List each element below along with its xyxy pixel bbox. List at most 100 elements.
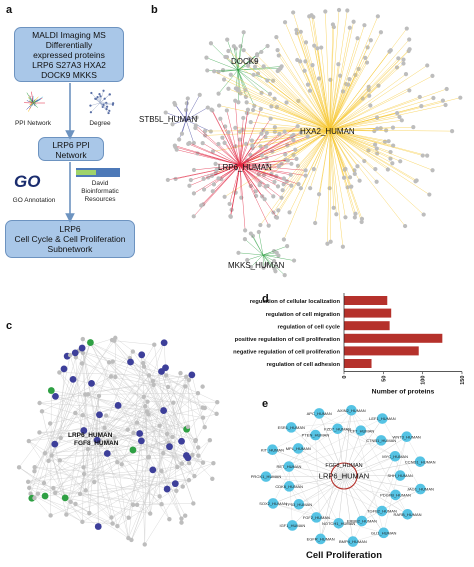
network-e-node	[377, 413, 388, 424]
network-c-node	[42, 451, 48, 456]
bar-label-2: regulation of cell cycle	[278, 324, 341, 330]
network-b-edge	[244, 238, 264, 256]
network-b-node	[242, 237, 248, 242]
network-c-node	[186, 377, 192, 383]
network-b-node	[209, 107, 214, 112]
network-b-edge	[176, 149, 241, 166]
bar-chart: regulation of cellular localizationregul…	[233, 293, 466, 396]
network-c-edge	[148, 376, 187, 415]
network-b-edge	[218, 164, 241, 179]
network-b-node	[349, 184, 354, 189]
network-b-edge	[329, 97, 434, 131]
network-b-edge	[190, 164, 241, 181]
network-b-edge	[329, 129, 377, 182]
network-c-node	[207, 437, 213, 443]
network-b-node	[173, 176, 178, 182]
network-c-node	[92, 479, 97, 485]
network-b-edge	[312, 65, 331, 131]
network-e-node-label-13: CDK6_HUMAN	[275, 484, 303, 489]
network-c-node	[142, 542, 147, 547]
network-b-node	[277, 131, 282, 137]
network-b-node	[197, 92, 202, 97]
network-b-node	[395, 110, 400, 116]
network-c-edge	[30, 453, 46, 494]
network-b-node	[285, 244, 290, 249]
network-b-node	[440, 98, 446, 103]
network-b-edge	[329, 129, 345, 178]
network-c-node	[87, 510, 92, 516]
network-e-edge	[361, 456, 396, 522]
network-c-edge	[104, 427, 190, 464]
network-b-edge	[317, 48, 331, 131]
network-b-edge	[239, 108, 262, 166]
x-tick-label-3: 150	[460, 376, 466, 385]
degree-icon-node	[99, 95, 102, 98]
network-b-node	[202, 128, 208, 134]
network-b-edge	[237, 66, 282, 71]
network-b-node	[271, 258, 277, 264]
network-c-node	[145, 455, 151, 460]
flow-box-maldi-line-2: Differentially	[45, 40, 93, 50]
network-b-node	[203, 133, 208, 138]
network-b-edge	[260, 129, 331, 226]
network-b-edge	[206, 57, 239, 71]
degree-icon-node	[108, 109, 111, 112]
network-b-edge	[239, 133, 280, 166]
network-c-edge	[144, 411, 148, 545]
network-c-node	[170, 434, 175, 440]
network-c-node	[137, 437, 145, 445]
network-b	[163, 7, 463, 278]
network-c-node	[47, 387, 55, 394]
network-c-edge	[28, 442, 169, 482]
network-b-node	[336, 62, 341, 67]
network-b-node	[248, 231, 253, 236]
network-c-node	[110, 521, 115, 526]
network-b-edge	[237, 69, 247, 97]
network-b-node	[404, 26, 409, 31]
network-e-edge	[298, 448, 339, 524]
network-b-node	[363, 55, 368, 61]
network-b-node	[275, 184, 281, 189]
network-b-edge	[201, 164, 241, 206]
network-b-edge	[329, 128, 378, 131]
network-b-node	[355, 164, 360, 169]
network-b-hub-label-2: HXA2_HUMAN	[300, 127, 355, 136]
network-b-node	[263, 184, 268, 189]
network-b-edge	[300, 129, 331, 189]
network-b-node	[245, 257, 250, 263]
network-b-node	[226, 48, 231, 54]
network-b-node	[308, 186, 313, 191]
network-b-hub-label-1: STB5L_HUMAN	[139, 115, 197, 124]
network-b-edge	[185, 98, 189, 121]
network-b-edge	[262, 254, 264, 268]
x-tick-label-0: 0	[342, 376, 348, 379]
network-b-node	[248, 119, 253, 125]
network-c-node	[73, 501, 78, 507]
network-b-node	[458, 95, 463, 100]
network-c-edge	[87, 394, 173, 438]
network-b-node	[251, 107, 256, 113]
network-b-edge	[285, 129, 331, 161]
network-b-edge	[329, 10, 348, 131]
network-c-node	[179, 516, 184, 521]
network-b-edge	[219, 105, 331, 131]
network-c-node	[171, 480, 179, 488]
network-c-edge	[34, 497, 51, 516]
network-b-edge	[329, 49, 410, 131]
network-b-edge	[329, 129, 355, 175]
network-c-node	[214, 411, 219, 416]
network-e-node	[390, 489, 401, 501]
network-b-node	[237, 137, 242, 142]
network-e-node-label-29: SHH_HUMAN	[387, 473, 412, 478]
network-e-edge	[343, 418, 383, 477]
network-b-edge	[243, 49, 331, 131]
network-b-node	[312, 43, 317, 48]
ppi-icon-edge	[30, 102, 34, 108]
network-e-node-label-1: PDGFB_HUMAN	[380, 493, 411, 498]
degree-icon-edge	[99, 102, 113, 105]
network-c-edge	[51, 429, 128, 456]
network-b-node	[417, 94, 422, 100]
network-b-node	[327, 186, 332, 191]
network-c-edge	[81, 348, 129, 539]
network-c-node	[46, 458, 51, 464]
